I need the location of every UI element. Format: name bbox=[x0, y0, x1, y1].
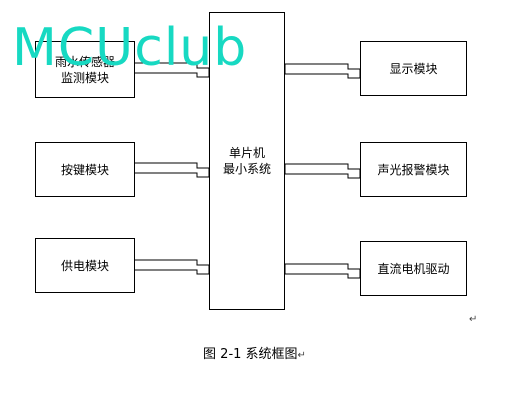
arrow-mcu-to-display bbox=[284, 63, 361, 79]
arrow-mcu-to-alarm bbox=[284, 163, 361, 179]
figure-caption: 图 2-1 系统框图↵ bbox=[0, 343, 509, 362]
paragraph-mark: ↵ bbox=[469, 314, 478, 325]
motor-driver-box: 直流电机驱动 bbox=[360, 241, 467, 296]
power-module-box: 供电模块 bbox=[35, 238, 135, 293]
sensor-module-line1: 雨水传感器 bbox=[54, 54, 115, 69]
arrow-keys-to-mcu bbox=[133, 162, 210, 178]
mcuclub-watermark: MCUclub bbox=[12, 18, 248, 78]
display-module-box: 显示模块 bbox=[360, 41, 467, 96]
sensor-module-line2: 监测模块 bbox=[60, 70, 109, 85]
motor-driver-label: 直流电机驱动 bbox=[377, 261, 450, 276]
mcu-system-box: 单片机 最小系统 bbox=[209, 12, 285, 310]
key-module-box: 按键模块 bbox=[35, 142, 135, 197]
mcu-label-line2: 最小系统 bbox=[222, 162, 271, 176]
power-module-label: 供电模块 bbox=[60, 258, 109, 273]
sensor-module-box: 雨水传感器 监测模块 bbox=[35, 41, 135, 98]
arrow-mcu-to-motor bbox=[284, 263, 361, 279]
display-module-label: 显示模块 bbox=[389, 61, 438, 76]
alarm-module-box: 声光报警模块 bbox=[360, 142, 467, 197]
alarm-module-label: 声光报警模块 bbox=[377, 162, 450, 177]
caption-paragraph-mark: ↵ bbox=[297, 350, 306, 361]
key-module-label: 按键模块 bbox=[60, 162, 109, 177]
figure-caption-text: 图 2-1 系统框图 bbox=[203, 347, 298, 362]
arrow-power-to-mcu bbox=[133, 259, 210, 275]
mcu-label-line1: 单片机 bbox=[228, 146, 265, 160]
